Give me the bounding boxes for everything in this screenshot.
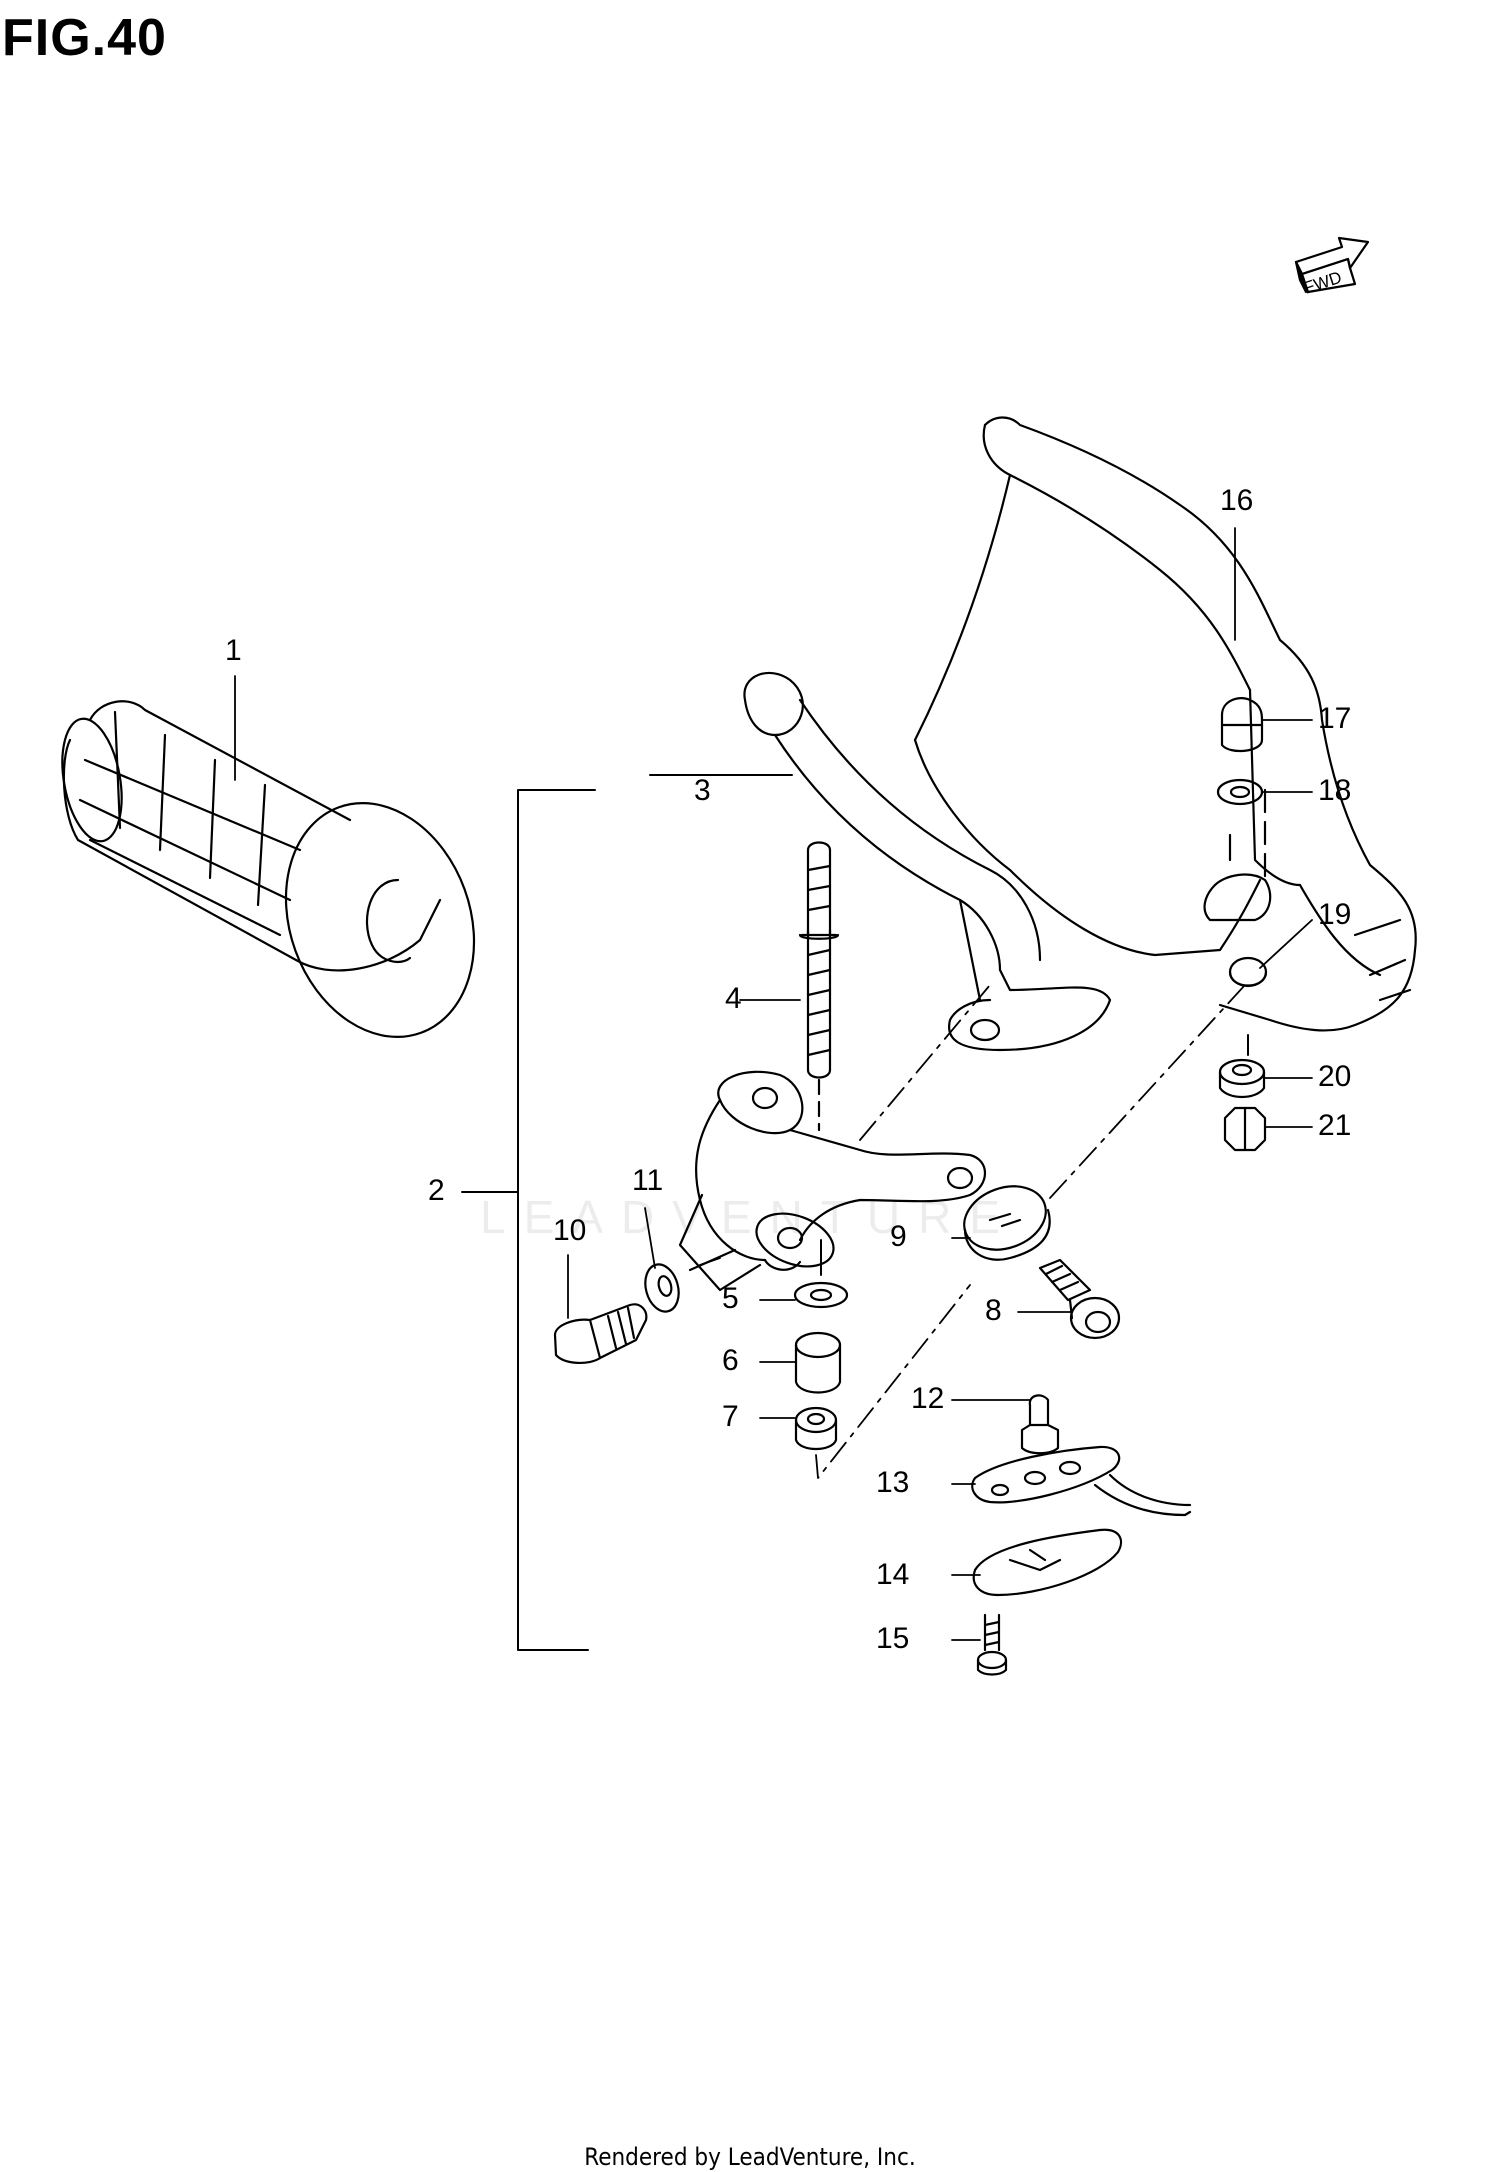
fwd-arrow-icon: FWD bbox=[1294, 236, 1370, 298]
part-label-10: 10 bbox=[553, 1214, 587, 1247]
part-label-3: 3 bbox=[694, 774, 711, 807]
part-label-11: 11 bbox=[632, 1164, 664, 1197]
part-label-16: 16 bbox=[1220, 484, 1254, 517]
assembly-centerlines bbox=[699, 984, 1246, 1479]
switch-13-part bbox=[971, 1445, 1192, 1517]
washer-18-part bbox=[1216, 778, 1264, 806]
washer-11-part bbox=[644, 1263, 680, 1313]
part-label-13: 13 bbox=[876, 1466, 910, 1499]
part-label-18: 18 bbox=[1318, 774, 1352, 807]
part-label-21: 21 bbox=[1318, 1109, 1352, 1142]
part-label-17: 17 bbox=[1318, 702, 1352, 735]
nut-7-part bbox=[794, 1406, 838, 1451]
washer-5-part bbox=[793, 1239, 849, 1309]
part-label-2: 2 bbox=[428, 1174, 445, 1207]
collar-19-part bbox=[1228, 956, 1268, 988]
bolt-8-part bbox=[1038, 1258, 1121, 1340]
nut-21-part bbox=[1223, 1034, 1267, 1152]
plug-12-part bbox=[1020, 1394, 1060, 1455]
leader-lines bbox=[234, 527, 1313, 1641]
assembly-bracket bbox=[461, 789, 596, 1651]
footer-credit: Rendered by LeadVenture, Inc. bbox=[584, 2143, 916, 2171]
part-label-20: 20 bbox=[1318, 1060, 1352, 1093]
part-label-1: 1 bbox=[225, 634, 242, 667]
stud-bolt-part bbox=[798, 841, 840, 1132]
switch-14-part bbox=[972, 1528, 1123, 1597]
grip-part bbox=[61, 700, 476, 1038]
nut-20-part bbox=[1218, 1058, 1266, 1099]
part-label-14: 14 bbox=[876, 1558, 910, 1591]
part-label-6: 6 bbox=[722, 1344, 739, 1377]
part-label-7: 7 bbox=[722, 1400, 739, 1433]
part-label-4: 4 bbox=[725, 982, 742, 1015]
part-label-9: 9 bbox=[890, 1220, 907, 1253]
spacer-6-part bbox=[794, 1331, 842, 1394]
handguard-part bbox=[913, 416, 1417, 1032]
lever-part bbox=[649, 671, 1112, 1052]
cap-nut-part bbox=[1220, 697, 1264, 753]
lever-perch-part bbox=[678, 1070, 986, 1292]
part-label-8: 8 bbox=[985, 1294, 1002, 1327]
bolt-10-part bbox=[553, 1303, 648, 1364]
part-label-12: 12 bbox=[911, 1382, 945, 1415]
part-label-19: 19 bbox=[1318, 898, 1352, 931]
adjuster-9-part bbox=[963, 1185, 1051, 1261]
screw-15-part bbox=[976, 1613, 1008, 1676]
figure-title: FIG.40 bbox=[2, 9, 167, 67]
watermark-text: LEADVENTURE bbox=[480, 1191, 1018, 1243]
part-label-5: 5 bbox=[722, 1282, 739, 1315]
part-label-15: 15 bbox=[876, 1622, 910, 1655]
